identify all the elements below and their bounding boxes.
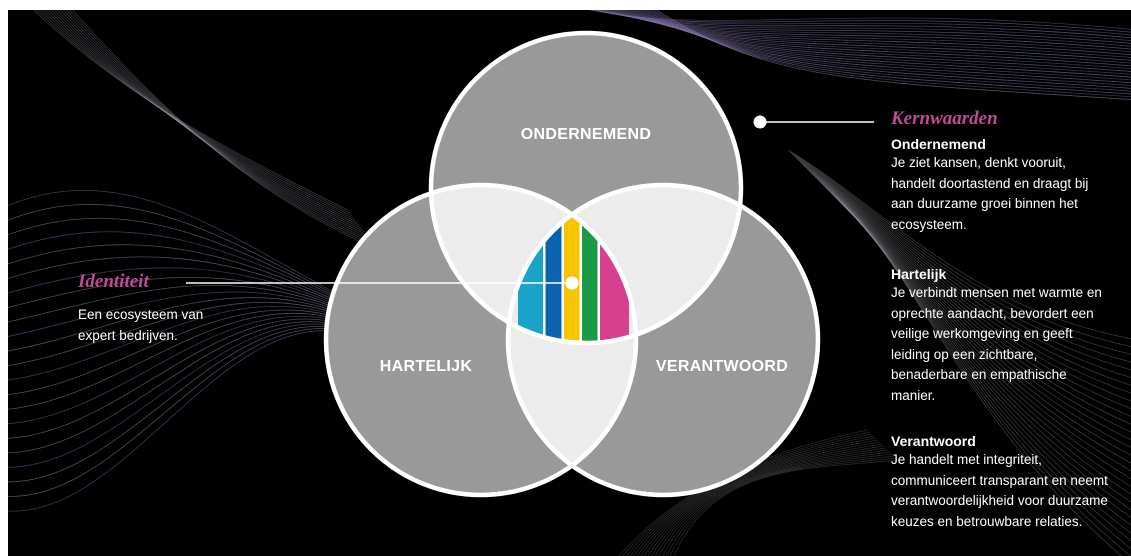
value-hartelijk: Hartelijk Je verbindt mensen met warmte …	[891, 265, 1126, 406]
core-values-title: Kernwaarden	[891, 108, 998, 129]
venn-diagram-panel: ONDERNEMEND HARTELIJK VERANTWOORD Identi…	[8, 10, 1131, 556]
stripe-blue	[545, 210, 563, 343]
identity-text: Een ecosysteem van expert bedrijven.	[78, 307, 204, 343]
value-description: Je ziet kansen, denkt vooruit, handelt d…	[891, 155, 1089, 232]
circle-label-hartelijk: HARTELIJK	[379, 358, 473, 375]
venn-diagram-svg	[8, 10, 1131, 556]
outline-ondernemend	[428, 30, 744, 346]
identity-connector-dot	[565, 276, 579, 290]
value-name: Ondernemend	[891, 136, 986, 152]
circle-label-ondernemend: ONDERNEMEND	[520, 126, 652, 143]
value-ondernemend: Ondernemend Je ziet kansen, denkt voorui…	[891, 135, 1126, 235]
identity-title: Identiteit	[78, 271, 149, 292]
outline-hartelijk	[323, 182, 639, 498]
value-description: Je handelt met integriteit, communiceert…	[891, 452, 1108, 529]
value-name: Hartelijk	[891, 266, 947, 282]
stripe-green	[581, 210, 599, 343]
outline-verantwoord	[505, 182, 821, 498]
circle-label-verantwoord: VERANTWOORD	[655, 358, 789, 375]
value-description: Je verbindt mensen met warmte en oprecht…	[891, 285, 1102, 403]
value-name: Verantwoord	[891, 433, 976, 449]
values-connector-dot	[753, 115, 767, 129]
value-verantwoord: Verantwoord Je handelt met integriteit, …	[891, 432, 1126, 532]
background-wave-lines	[8, 10, 1131, 556]
